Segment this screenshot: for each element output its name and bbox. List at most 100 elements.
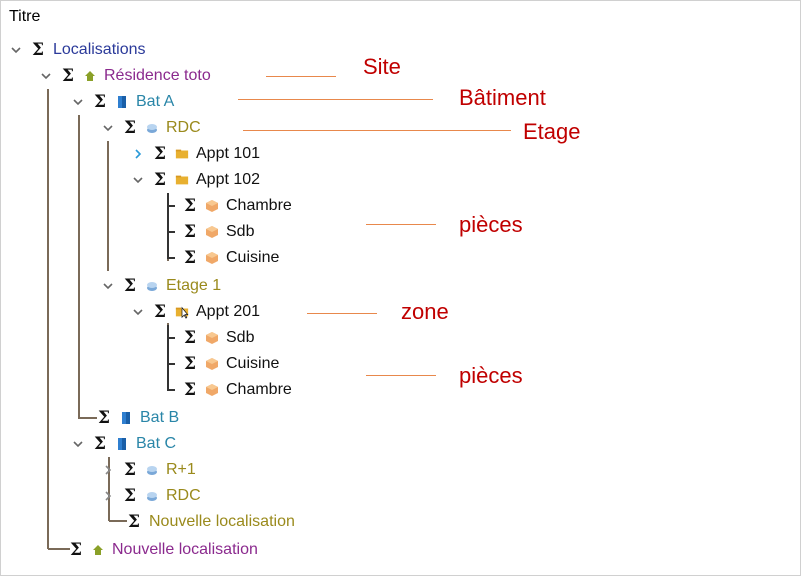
sigma-icon: Σ bbox=[153, 144, 167, 164]
tree-row-label: Appt 101 bbox=[196, 145, 261, 162]
tree-row-room[interactable]: Σ Cuisine bbox=[161, 245, 279, 271]
tree-row-label: Chambre bbox=[226, 381, 292, 398]
tree-row-floor[interactable]: Σ RDC bbox=[101, 483, 201, 509]
tree-row-label: Bat C bbox=[136, 435, 177, 452]
sigma-icon: Σ bbox=[123, 118, 137, 138]
chevron-down-icon[interactable] bbox=[101, 122, 115, 134]
zone-icon bbox=[175, 147, 189, 161]
chevron-right-icon[interactable] bbox=[101, 464, 115, 476]
sigma-icon: Σ bbox=[153, 302, 167, 322]
tree-branch-connector bbox=[161, 219, 175, 245]
chevron-down-icon[interactable] bbox=[9, 44, 23, 56]
annotation-line-pieces bbox=[366, 224, 436, 225]
site-icon bbox=[91, 543, 105, 557]
tree-row-zone[interactable]: Σ Appt 101 bbox=[131, 141, 260, 167]
tree-row-new-location[interactable]: Σ Nouvelle localisation bbox=[69, 537, 258, 563]
building-icon bbox=[115, 95, 129, 109]
sigma-icon: Σ bbox=[97, 408, 111, 428]
tree-branch-connector bbox=[161, 193, 175, 219]
tree-row-floor[interactable]: Σ RDC bbox=[101, 115, 201, 141]
tree-row-site[interactable]: Σ Résidence toto bbox=[39, 63, 211, 89]
tree-row-label: Bat A bbox=[136, 93, 175, 110]
annotation-line-zone bbox=[307, 313, 377, 314]
room-icon bbox=[205, 357, 219, 371]
room-icon bbox=[205, 251, 219, 265]
tree-row-room[interactable]: Σ Cuisine bbox=[161, 351, 279, 377]
zone-icon bbox=[175, 173, 189, 187]
chevron-down-icon[interactable] bbox=[101, 280, 115, 292]
tree-row-label: Appt 102 bbox=[196, 171, 261, 188]
tree-row-zone[interactable]: Σ Appt 201 bbox=[131, 299, 260, 325]
sigma-icon: Σ bbox=[183, 222, 197, 242]
zone-icon bbox=[175, 305, 189, 319]
annotation-line-site bbox=[266, 76, 336, 77]
tree-row-new-location[interactable]: Σ Nouvelle localisation bbox=[127, 509, 295, 535]
tree-guide-line bbox=[48, 548, 70, 550]
sigma-icon: Σ bbox=[93, 434, 107, 454]
tree-row-label: Cuisine bbox=[226, 249, 280, 266]
chevron-down-icon[interactable] bbox=[71, 438, 85, 450]
tree-row-label: Etage 1 bbox=[166, 277, 222, 294]
chevron-down-icon[interactable] bbox=[131, 174, 145, 186]
tree-row-label: Appt 201 bbox=[196, 303, 261, 320]
tree-row-room[interactable]: Σ Sdb bbox=[161, 219, 254, 245]
tree-row-label: Cuisine bbox=[226, 355, 280, 372]
tree-row-label: RDC bbox=[166, 119, 201, 136]
annotation-line-batiment bbox=[238, 99, 433, 100]
sigma-icon: Σ bbox=[93, 92, 107, 112]
tree-row-label: Nouvelle localisation bbox=[149, 513, 295, 530]
tree-row-floor[interactable]: Σ R+1 bbox=[101, 457, 196, 483]
tree-guide-line bbox=[108, 457, 110, 521]
annotation-pieces: pièces bbox=[459, 363, 523, 388]
sigma-icon: Σ bbox=[123, 276, 137, 296]
tree-row-building[interactable]: Σ Bat C bbox=[71, 431, 176, 457]
annotation-line-etage bbox=[243, 130, 511, 131]
annotation-batiment: Bâtiment bbox=[459, 85, 546, 110]
tree-row-building[interactable]: Σ Bat A bbox=[71, 89, 174, 115]
sigma-icon: Σ bbox=[69, 540, 83, 560]
tree-row-label: Sdb bbox=[226, 329, 255, 346]
tree-row-label: Chambre bbox=[226, 197, 292, 214]
tree-row-label: Localisations bbox=[53, 41, 146, 58]
tree-corner-connector bbox=[161, 377, 175, 403]
chevron-down-icon[interactable] bbox=[39, 70, 53, 82]
tree-row-room[interactable]: Σ Chambre bbox=[161, 377, 292, 403]
tree-row-localisations[interactable]: Σ Localisations bbox=[9, 37, 146, 63]
tree-row-label: Nouvelle localisation bbox=[112, 541, 258, 558]
site-icon bbox=[83, 69, 97, 83]
floor-icon bbox=[145, 489, 159, 503]
tree-row-label: Sdb bbox=[226, 223, 255, 240]
tree-guide-line bbox=[107, 141, 109, 271]
annotation-line-pieces bbox=[366, 375, 436, 376]
chevron-right-icon[interactable] bbox=[101, 490, 115, 502]
annotation-zone: zone bbox=[401, 299, 449, 324]
tree-row-building[interactable]: Σ Bat B bbox=[97, 405, 179, 431]
sigma-icon: Σ bbox=[183, 196, 197, 216]
sigma-icon: Σ bbox=[31, 40, 45, 60]
tree-guide-line bbox=[79, 417, 97, 419]
tree-guide-line bbox=[109, 520, 127, 522]
tree-row-room[interactable]: Σ Chambre bbox=[161, 193, 292, 219]
building-icon bbox=[119, 411, 133, 425]
sigma-icon: Σ bbox=[127, 512, 141, 532]
tree-row-label: RDC bbox=[166, 487, 201, 504]
floor-icon bbox=[145, 463, 159, 477]
floor-icon bbox=[145, 279, 159, 293]
building-icon bbox=[115, 437, 129, 451]
tree-corner-connector bbox=[161, 245, 175, 271]
tree-row-room[interactable]: Σ Sdb bbox=[161, 325, 254, 351]
tree-branch-connector bbox=[161, 325, 175, 351]
chevron-right-icon[interactable] bbox=[131, 148, 145, 160]
sigma-icon: Σ bbox=[153, 170, 167, 190]
annotation-etage: Etage bbox=[523, 119, 581, 144]
tree-row-floor[interactable]: Σ Etage 1 bbox=[101, 273, 221, 299]
chevron-down-icon[interactable] bbox=[131, 306, 145, 318]
chevron-down-icon[interactable] bbox=[71, 96, 85, 108]
sigma-icon: Σ bbox=[183, 248, 197, 268]
tree-row-label: R+1 bbox=[166, 461, 196, 478]
annotation-pieces: pièces bbox=[459, 212, 523, 237]
sigma-icon: Σ bbox=[183, 328, 197, 348]
tree-row-zone[interactable]: Σ Appt 102 bbox=[131, 167, 260, 193]
sigma-icon: Σ bbox=[183, 380, 197, 400]
